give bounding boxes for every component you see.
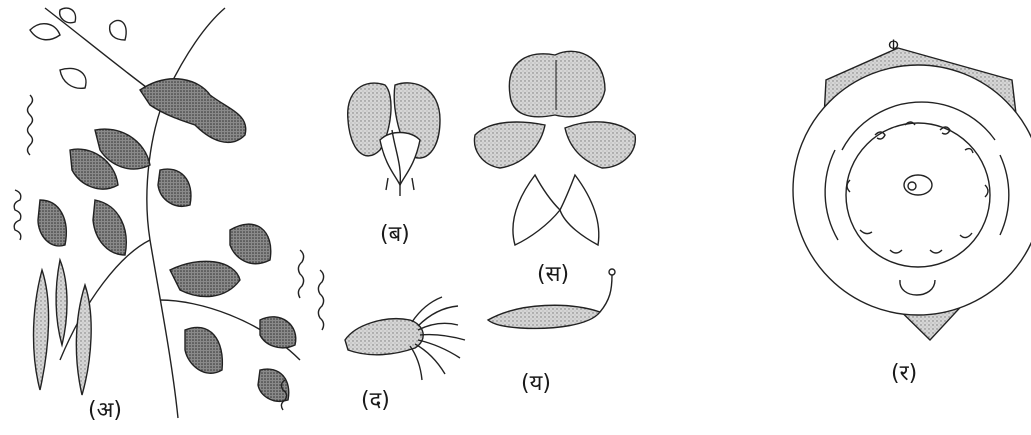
- root-illustration: [345, 297, 465, 380]
- label-s: (स): [537, 258, 569, 288]
- label-d: (द): [361, 384, 390, 414]
- label-r: (र): [891, 357, 917, 387]
- plant-illustration: [14, 8, 323, 418]
- flower-illustration: [348, 83, 440, 196]
- label-phi: Φ: [888, 38, 899, 54]
- label-a: (अ): [88, 394, 122, 424]
- floral-diagram: [793, 48, 1031, 340]
- label-y: (य): [521, 367, 551, 397]
- petals-illustration: [474, 51, 635, 245]
- label-b: (ब): [380, 218, 410, 248]
